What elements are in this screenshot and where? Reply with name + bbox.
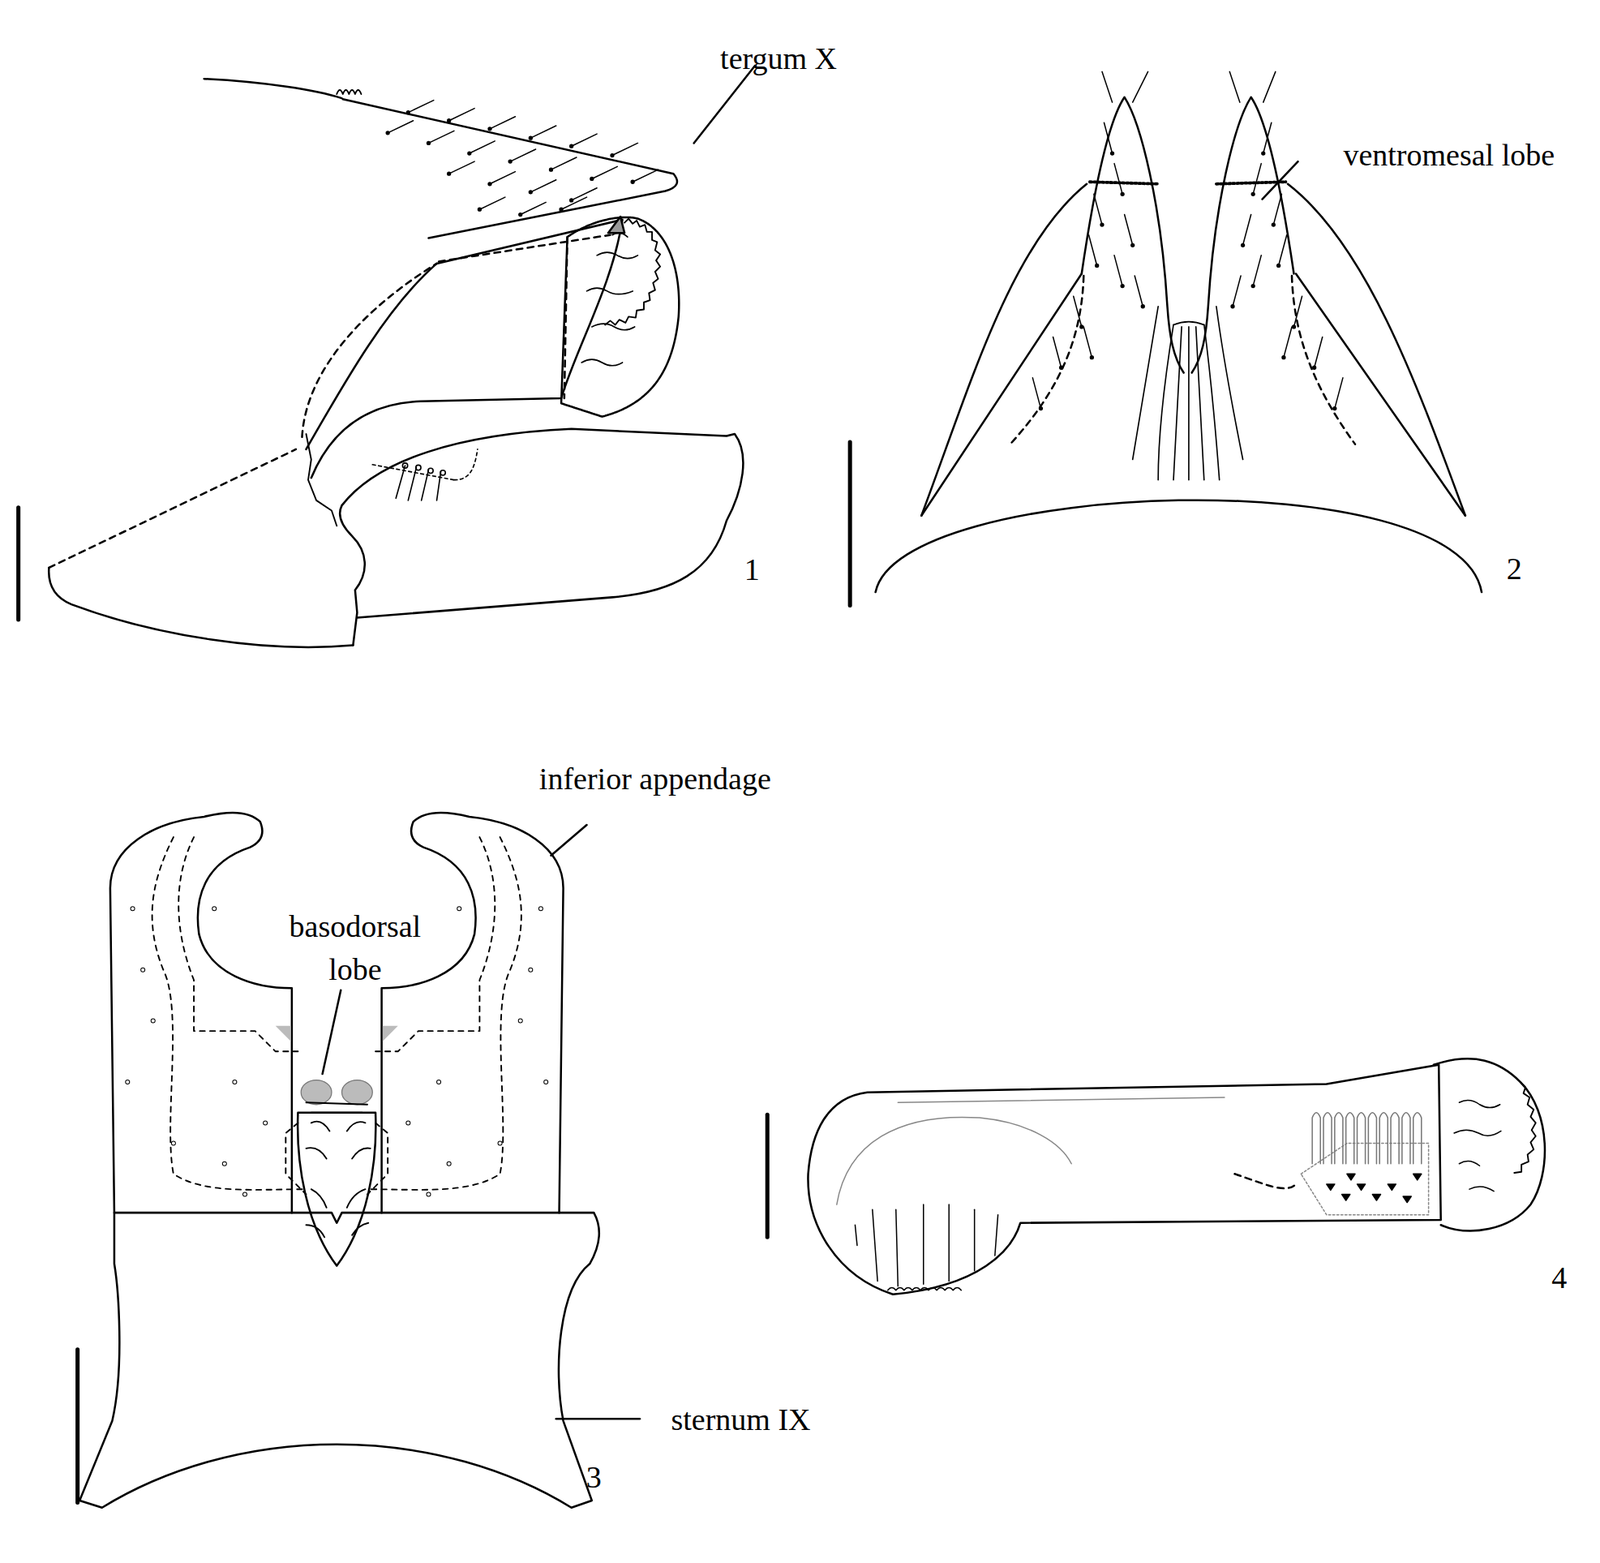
part-label: ventromesal lobe bbox=[1342, 133, 1555, 177]
figure-number: 1 bbox=[744, 548, 760, 592]
figure-number: 4 bbox=[1551, 1256, 1567, 1300]
figure-number: 2 bbox=[1506, 546, 1523, 590]
figure-number: 3 bbox=[586, 1454, 602, 1498]
part-label: basodorsal lobe bbox=[267, 905, 442, 991]
part-label: inferior appendage bbox=[539, 757, 772, 801]
part-label: tergum X bbox=[720, 36, 837, 80]
part-label: sternum IX bbox=[671, 1398, 811, 1442]
